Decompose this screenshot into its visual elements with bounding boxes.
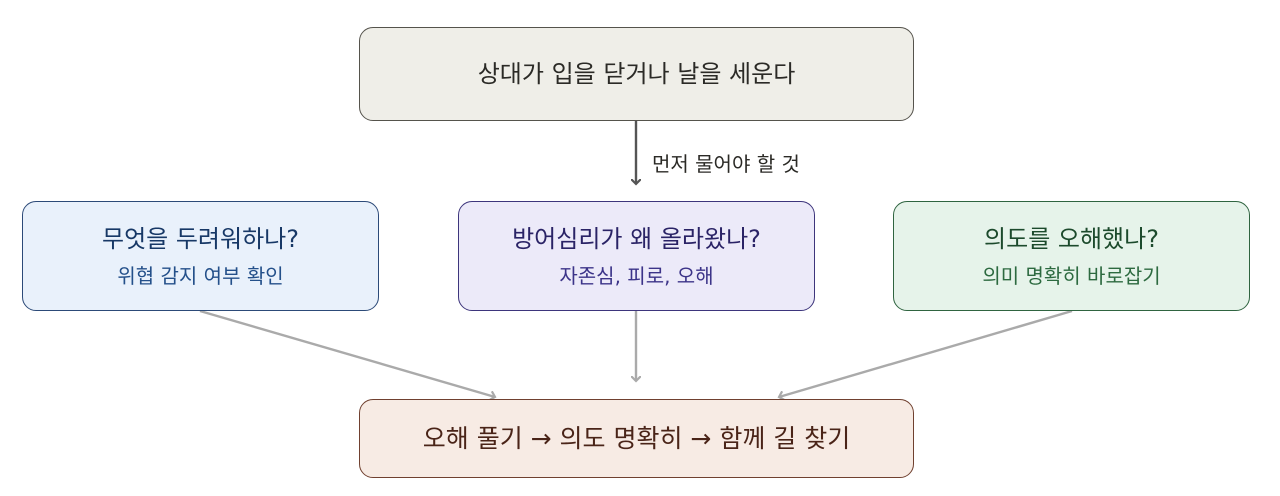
node-misread-title: 의도를 오해했나?: [984, 225, 1159, 253]
node-trigger-title: 상대가 입을 닫거나 날을 세운다: [477, 60, 796, 88]
node-defense-subtitle: 자존심, 피로, 오해: [559, 264, 714, 288]
node-resolution-title: 오해 풀기 → 의도 명확히 → 함께 길 찾기: [422, 423, 851, 453]
node-defense: 방어심리가 왜 올라왔나? 자존심, 피로, 오해: [458, 201, 815, 311]
node-misread-subtitle: 의미 명확히 바로잡기: [982, 264, 1161, 288]
edge-label-first-ask: 먼저 물어야 할 것: [652, 152, 800, 176]
node-trigger: 상대가 입을 닫거나 날을 세운다: [359, 27, 914, 121]
node-fear: 무엇을 두려워하나? 위협 감지 여부 확인: [22, 201, 379, 311]
node-defense-title: 방어심리가 왜 올라왔나?: [512, 225, 761, 253]
node-fear-title: 무엇을 두려워하나?: [101, 225, 299, 253]
arrow-right-to-bottom: [779, 309, 1073, 397]
node-resolution: 오해 풀기 → 의도 명확히 → 함께 길 찾기: [359, 399, 914, 478]
node-misread: 의도를 오해했나? 의미 명확히 바로잡기: [893, 201, 1250, 311]
node-fear-subtitle: 위협 감지 여부 확인: [117, 264, 284, 288]
arrow-left-to-bottom: [199, 309, 495, 397]
